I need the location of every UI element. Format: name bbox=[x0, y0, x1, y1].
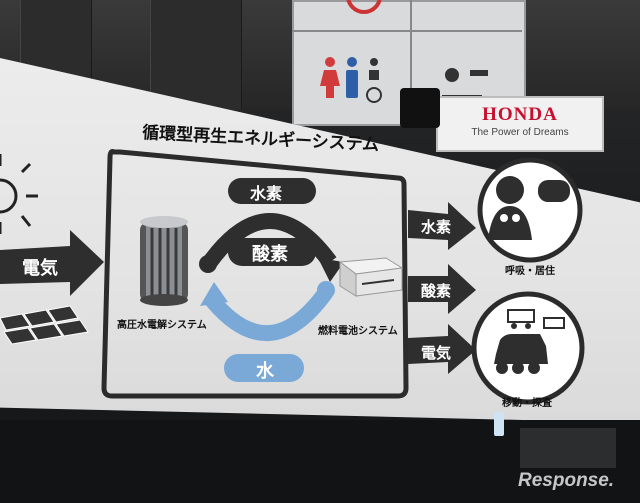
fuel-cell-label: 燃料電池システム bbox=[318, 326, 398, 337]
cycle-arc-bottom bbox=[205, 287, 333, 342]
cycle-label-hydrogen: 水素 bbox=[250, 184, 283, 203]
honda-tagline: The Power of Dreams bbox=[471, 127, 569, 138]
output-label-electricity: 電気 bbox=[421, 344, 452, 362]
input-label-electricity: 電気 bbox=[22, 258, 58, 279]
system-frame bbox=[101, 149, 409, 399]
honda-sign: HONDA The Power of Dreams bbox=[436, 96, 604, 152]
water-pill bbox=[224, 354, 304, 382]
output-arrow bbox=[408, 202, 476, 250]
fuel-cell-icon bbox=[338, 257, 404, 297]
cycle-label-oxygen: 酸素 bbox=[252, 244, 288, 265]
water-bottle bbox=[494, 412, 504, 436]
rover-icon bbox=[494, 309, 565, 374]
oxygen-pill bbox=[228, 238, 316, 266]
output-arrow bbox=[408, 264, 476, 314]
honda-logo: HONDA bbox=[482, 104, 558, 125]
cycle-arc-top bbox=[203, 213, 337, 267]
podium bbox=[520, 428, 616, 468]
output-label-oxygen: 酸素 bbox=[421, 282, 452, 300]
output-label-habitat: 呼吸・居住 bbox=[505, 266, 555, 277]
sign-divider bbox=[292, 30, 522, 32]
output-label-hydrogen: 水素 bbox=[421, 218, 452, 236]
electrolyzer-label: 高圧水電解システム bbox=[117, 320, 207, 331]
output-arrow bbox=[408, 324, 476, 374]
output-label-mobility: 移動・探査 bbox=[502, 398, 552, 409]
hydrogen-pill bbox=[228, 178, 316, 204]
habitat-circle bbox=[477, 157, 583, 263]
response-watermark: Response. bbox=[518, 470, 615, 491]
input-arrow bbox=[0, 230, 104, 296]
electrolyzer-icon bbox=[140, 216, 188, 306]
solar-panel-icon bbox=[0, 305, 89, 345]
camera-housing bbox=[400, 88, 440, 128]
cycle-label-water: 水 bbox=[256, 361, 274, 382]
sign-divider bbox=[410, 0, 412, 122]
astronaut-icon bbox=[488, 176, 570, 240]
sun-icon bbox=[0, 154, 38, 234]
pillar bbox=[150, 0, 242, 110]
